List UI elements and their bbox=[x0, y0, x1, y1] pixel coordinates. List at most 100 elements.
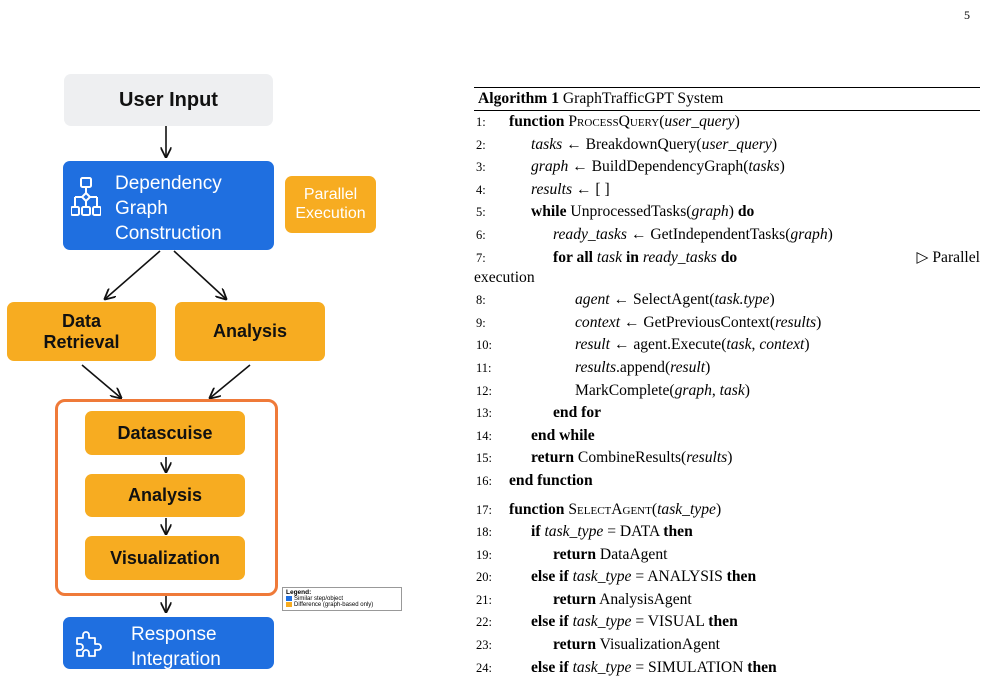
visualization-box: Visualization bbox=[85, 536, 245, 580]
algorithm-line: 16: end function bbox=[474, 470, 980, 493]
analysis-box-top: Analysis bbox=[175, 302, 325, 361]
line-number: 13: bbox=[476, 406, 492, 421]
analysis-box-inner: Analysis bbox=[85, 474, 245, 517]
line-number: 23: bbox=[476, 638, 492, 653]
line-code: else if task_type = SIMULATION then bbox=[531, 658, 777, 676]
line-code: function ProcessQuery(user_query) bbox=[509, 113, 740, 130]
line-code: return VisualizationAgent bbox=[553, 636, 720, 654]
parallel-execution-box: Parallel Execution bbox=[285, 176, 376, 233]
algorithm-label: Algorithm 1 bbox=[478, 90, 559, 107]
algorithm-title: GraphTrafficGPT System bbox=[562, 90, 724, 107]
line-code: MarkComplete(graph, task) bbox=[575, 381, 750, 399]
algorithm-line: 15: return CombineResults(results) bbox=[474, 447, 980, 470]
algorithm-line: 9: context ← GetPreviousContext(results) bbox=[474, 312, 980, 335]
line-number: 18: bbox=[476, 525, 492, 540]
line-code: results ← [ ] bbox=[531, 180, 610, 198]
algorithm-line: 8: agent ← SelectAgent(task.type) bbox=[474, 289, 980, 312]
arrow-data-to-group bbox=[81, 364, 121, 398]
legend-swatch-blue bbox=[286, 596, 292, 601]
line-code: graph ← BuildDependencyGraph(tasks) bbox=[531, 158, 785, 176]
algorithm-line: 12: MarkComplete(graph, task) bbox=[474, 380, 980, 403]
line-number: 7: bbox=[476, 250, 486, 265]
line-code: return CombineResults(results) bbox=[531, 449, 733, 467]
legend-item-similar: Similar step/object bbox=[286, 596, 398, 602]
line-number: 1: bbox=[476, 115, 486, 129]
algorithm-line: 6: ready_tasks ← GetIndependentTasks(grap… bbox=[474, 224, 980, 247]
line-code: tasks ← BreakdownQuery(user_query) bbox=[531, 135, 778, 153]
line-number: 20: bbox=[476, 570, 492, 585]
line-number: 15: bbox=[476, 451, 492, 466]
legend-item-difference: Difference (graph-based only) bbox=[286, 602, 398, 608]
algorithm-block: Algorithm 1 GraphTrafficGPT System 1: fun… bbox=[474, 87, 980, 679]
dependency-graph-box bbox=[63, 161, 274, 250]
line-number: 22: bbox=[476, 615, 492, 630]
line-number: 3: bbox=[476, 160, 486, 175]
algorithm-lines: 1: function ProcessQuery(user_query) 2:tas… bbox=[474, 111, 980, 679]
line-code: else if task_type = VISUAL then bbox=[531, 613, 738, 631]
line-number: 17: bbox=[476, 502, 492, 517]
algorithm-line: 2:tasks ← BreakdownQuery(user_query) bbox=[474, 134, 980, 157]
response-integration-box bbox=[63, 617, 274, 669]
line-code: context ← GetPreviousContext(results) bbox=[575, 313, 822, 331]
response-label: Response Integration bbox=[131, 624, 221, 670]
line-code: end while bbox=[531, 426, 595, 444]
line-code: function SelectAgent(task_type) bbox=[509, 500, 722, 518]
legend-title: Legend: bbox=[286, 589, 312, 596]
line-number: 8: bbox=[476, 293, 486, 308]
legend: Legend: Similar step/object Difference (… bbox=[282, 587, 402, 612]
algorithm-line: 13: end for bbox=[474, 402, 980, 425]
algorithm-line: 20: else if task_type = ANALYSIS then bbox=[474, 566, 980, 589]
line-number: 4: bbox=[476, 182, 486, 197]
line-number: 6: bbox=[476, 227, 486, 242]
algorithm-line: 3: graph ← BuildDependencyGraph(tasks) bbox=[474, 156, 980, 179]
user-input-label: User Input bbox=[119, 88, 218, 111]
line-number: 12: bbox=[476, 383, 492, 398]
line-code: for all task in ready_tasks do bbox=[553, 248, 738, 266]
line-number: 10: bbox=[476, 338, 492, 353]
algorithm-line: 21: return AnalysisAgent bbox=[474, 589, 980, 612]
figure-arrows bbox=[81, 126, 251, 693]
algorithm-line: 11: results.append(result) bbox=[474, 357, 980, 380]
algorithm-line: 7: for all task in ready_tasks do ▷ Parall… bbox=[474, 247, 980, 270]
line-code: results.append(result) bbox=[575, 358, 711, 376]
line-code: agent ← SelectAgent(task.type) bbox=[575, 291, 775, 309]
arrow-analysis-to-group bbox=[210, 364, 251, 398]
line-number: 9: bbox=[476, 315, 486, 330]
line-code: return DataAgent bbox=[553, 545, 668, 563]
line-code: end for bbox=[553, 404, 602, 422]
line-number: 14: bbox=[476, 428, 492, 443]
arrow-dep-to-data bbox=[105, 250, 161, 299]
page-number: 5 bbox=[964, 8, 970, 22]
dependency-label: Dependency Graph Construction bbox=[115, 173, 222, 244]
line-code: else if task_type = ANALYSIS then bbox=[531, 568, 757, 586]
line-number: 24: bbox=[476, 660, 492, 675]
legend-swatch-orange bbox=[286, 602, 292, 608]
algorithm-line: 24: else if task_type = SIMULATION then bbox=[474, 657, 980, 680]
line-code: end function bbox=[509, 471, 593, 489]
arrow-dep-to-analysis bbox=[173, 250, 226, 299]
line-code: ready_tasks ← GetIndependentTasks(graph) bbox=[553, 225, 833, 243]
line-number: 21: bbox=[476, 592, 492, 607]
algorithm-line: 18: if task_type = DATA then bbox=[474, 521, 980, 544]
line-code: return AnalysisAgent bbox=[553, 590, 692, 608]
line-comment-continuation: execution bbox=[474, 269, 535, 287]
line-number: 16: bbox=[476, 473, 492, 488]
algorithm-line: 10:result ← agent.Execute(task, context) bbox=[474, 334, 980, 357]
algorithm-header: Algorithm 1 GraphTrafficGPT System bbox=[474, 87, 980, 111]
line-number: 19: bbox=[476, 547, 492, 562]
datascuise-box: Datascuise bbox=[85, 411, 245, 455]
algorithm-line: 4: results ← [ ] bbox=[474, 179, 980, 202]
algorithm-line: 17: function SelectAgent(task_type) bbox=[474, 499, 980, 522]
line-comment: ▷ Parallel bbox=[916, 248, 980, 266]
agent-group-frame bbox=[55, 399, 278, 596]
system-figure: User Input Dependency Graph Construction bbox=[0, 0, 420, 693]
algorithm-line: 23: return VisualizationAgent bbox=[474, 634, 980, 657]
algorithm-line: 14: end while bbox=[474, 425, 980, 448]
line-code: while UnprocessedTasks(graph) do bbox=[531, 203, 755, 221]
data-retrieval-box: Data Retrieval bbox=[7, 302, 156, 361]
line-number: 11: bbox=[476, 360, 492, 375]
algorithm-line: 5:while UnprocessedTasks(graph) do bbox=[474, 201, 980, 224]
algorithm-line: 1: function ProcessQuery(user_query) bbox=[474, 111, 980, 134]
user-input-box: User Input bbox=[64, 74, 273, 126]
line-code: if task_type = DATA then bbox=[531, 523, 693, 541]
